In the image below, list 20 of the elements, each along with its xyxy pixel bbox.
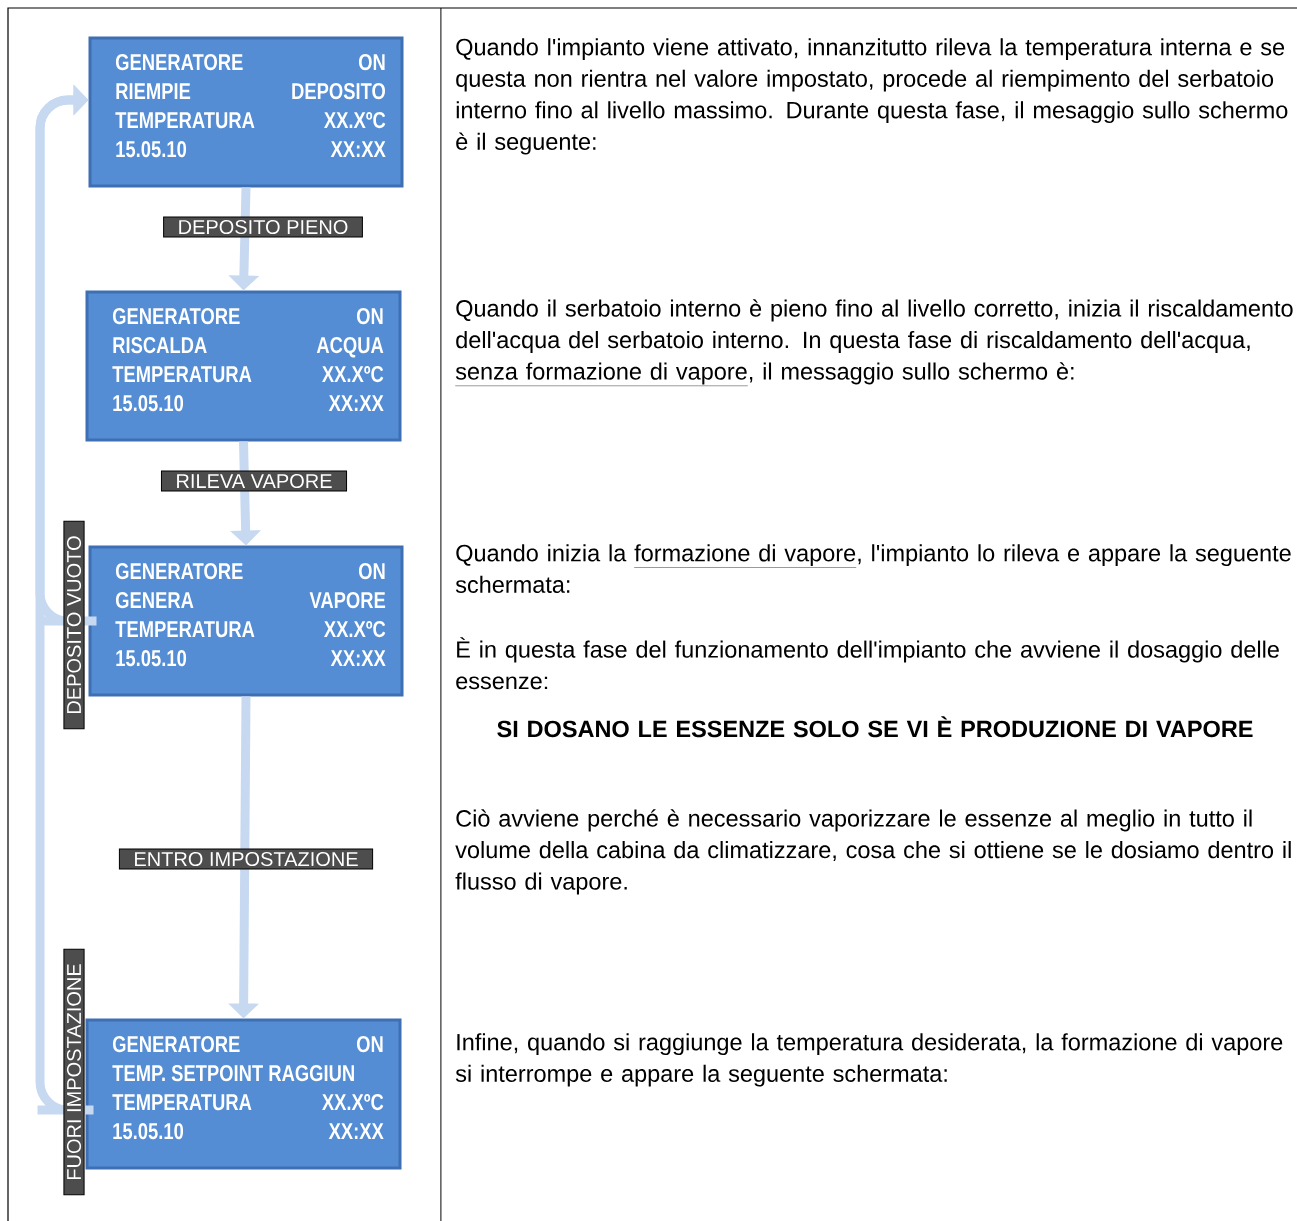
- paragraph: Ciò avviene perché è necessario vaporizzare le essenze al meglio in tutto il volume della cabina da climatizzare, cosa che si ottiene se le dosiamo dentro il flusso di vapore.: [455, 809, 1291, 895]
- paragraph: Quando l'impianto viene attivato, innanzitutto rileva la temperatura interna e se questa non rientra nel valore impostato, procede al riempimento del serbatoio interno fino al livello massimo. Durante questa fase, il mesaggio sullo schermo è il seguente:: [456, 38, 1288, 155]
- screen-box: GENERATORE ON RIEMPIE DEPOSITO TEMPERATURA XX.XºC 15.05.10 XX:XX: [88, 36, 404, 188]
- edge-label: DEPOSITO VUOTO: [63, 520, 85, 730]
- paragraph: Quando il serbatoio interno è pieno fino al livello corretto, inizia il riscaldamento dell'acqua del serbatoio interno. In questa fase di riscaldamento dell'acqua, senza formazione di vapore, il messaggio sullo schermo è:: [455, 299, 1293, 386]
- edge-label: RILEVA VAPORE: [160, 470, 348, 492]
- note-text: SI DOSANO LE ESSENZE SOLO SE VI È PRODUZIONE DI VAPORE: [497, 716, 1253, 738]
- paragraph: Infine, quando si raggiunge la temperatura desiderata, la formazione di vapore si interrompe e appare la seguente schermata:: [455, 1033, 1283, 1087]
- edge-label: ENTRO IMPOSTAZIONE: [118, 848, 374, 870]
- screen-box: GENERATORE ON TEMP. SETPOINT RAGGIUN TEMPERATURA XX.XºC 15.05.10 XX:XX: [85, 1018, 402, 1170]
- edge-label: DEPOSITO PIENO: [163, 216, 363, 238]
- label: Quando inizia la: [456, 544, 627, 566]
- paragraph: È in questa fase del funzionamento dell'impianto che avviene il dosaggio delle essenze:: [456, 637, 1279, 690]
- label: schermata:: [455, 575, 570, 593]
- screen-box: GENERATORE ON GENERA VAPORE TEMPERATURA XX.XºC 15.05.10 XX:XX: [88, 545, 404, 697]
- edge-label: FUORI IMPOSTAZIONE: [63, 948, 85, 1196]
- paragraph: Quando inizia la formazione di vapore, l'impianto lo rileva e appare la seguente schermata:: [455, 544, 1291, 593]
- label: , l'impianto lo rileva e appare la seguente: [858, 544, 1291, 567]
- screen-box: GENERATORE ON RISCALDA ACQUA TEMPERATURA XX.XºC 15.05.10 XX:XX: [85, 290, 402, 442]
- label: formazione di vapore: [634, 544, 856, 567]
